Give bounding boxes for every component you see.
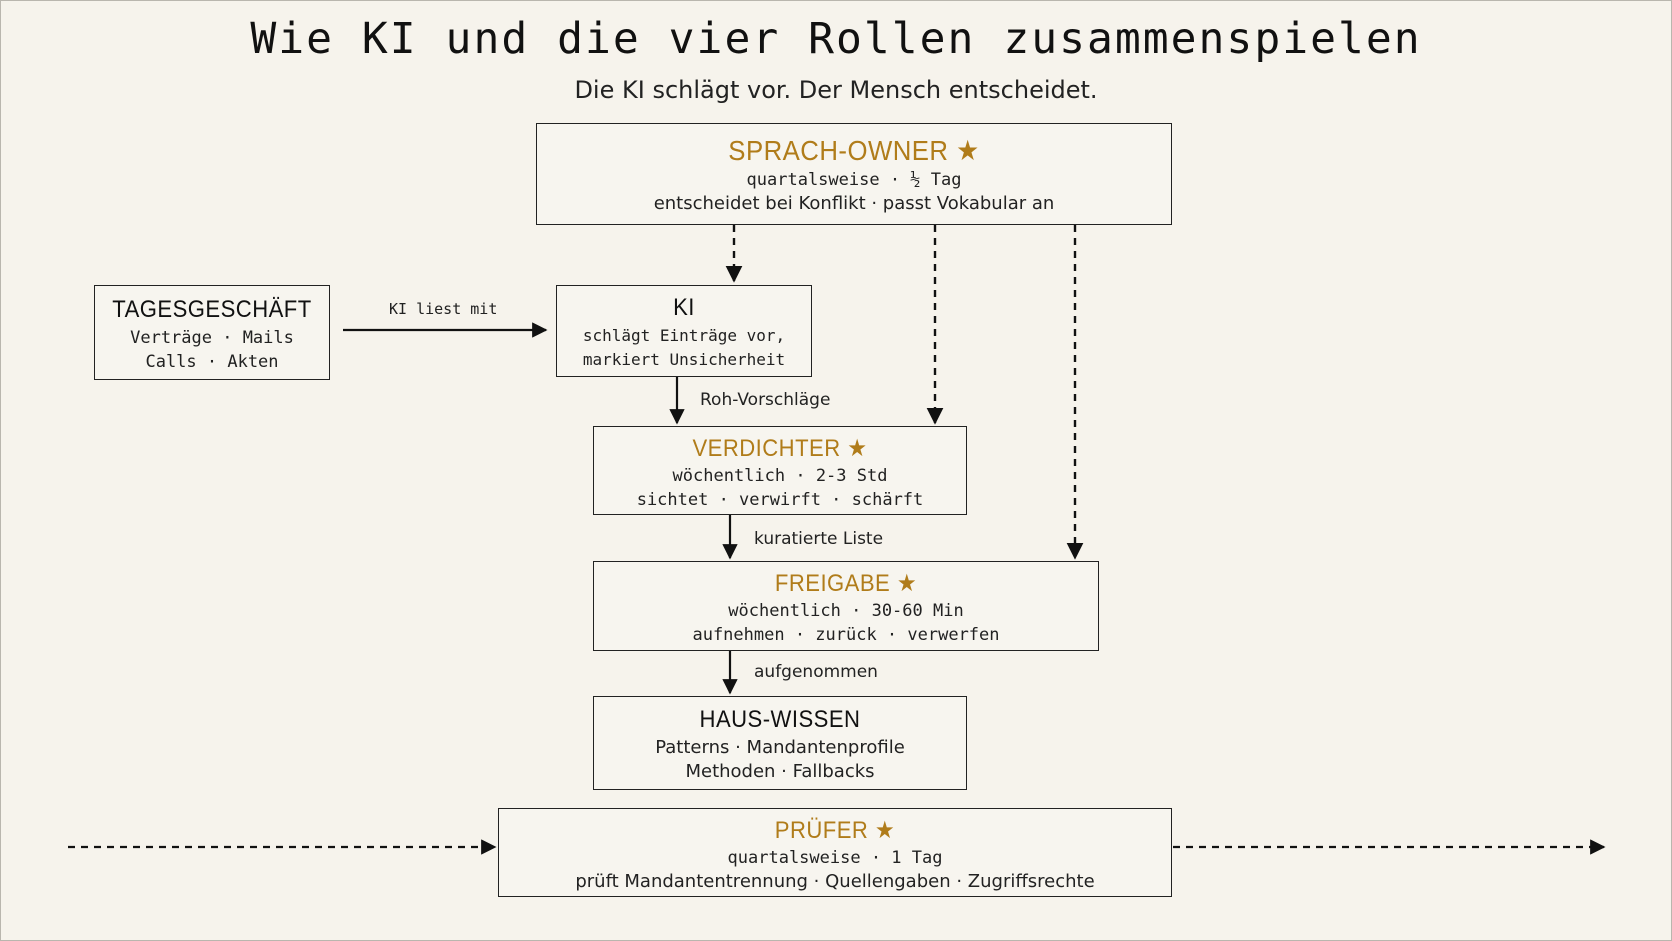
star-icon: ★ (956, 134, 980, 167)
edge-label-ki-liest-mit: KI liest mit (389, 300, 498, 318)
node-pruefer-line1: quartalsweise · 1 Tag (727, 848, 943, 868)
node-haus-wissen-title: HAUS-WISSEN (699, 706, 861, 733)
node-freigabe-line2: aufnehmen · zurück · verwerfen (692, 625, 1000, 645)
node-pruefer-line2: prüft Mandantentrennung · Quellengaben ·… (575, 871, 1095, 892)
node-haus-wissen: HAUS-WISSEN Patterns · Mandantenprofile … (593, 696, 967, 790)
edge-label-roh-vorschlaege: Roh-Vorschläge (700, 390, 831, 410)
edge-label-aufgenommen: aufgenommen (754, 662, 878, 682)
node-verdichter-line1: wöchentlich · 2-3 Std (672, 466, 888, 486)
node-pruefer-title: PRÜFER (774, 817, 869, 844)
node-sprach-owner-line1: quartalsweise · ½ Tag (746, 170, 962, 190)
star-icon: ★ (874, 816, 896, 844)
star-icon: ★ (896, 569, 918, 597)
node-tagesgeschaeft: TAGESGESCHÄFT Verträge · Mails Calls · A… (94, 285, 330, 380)
node-sprach-owner-line2: entscheidet bei Konflikt · passt Vokabul… (653, 193, 1055, 214)
edge-label-kuratierte-liste: kuratierte Liste (754, 529, 884, 549)
node-tagesgeschaeft-line2: Calls · Akten (145, 352, 279, 372)
node-ki-line1: schlägt Einträge vor, (582, 326, 786, 345)
node-sprach-owner-title: SPRACH-OWNER (728, 135, 949, 166)
node-ki-line2: markiert Unsicherheit (582, 350, 786, 369)
node-tagesgeschaeft-title: TAGESGESCHÄFT (112, 296, 312, 323)
node-tagesgeschaeft-line1: Verträge · Mails (130, 328, 294, 348)
node-verdichter: VERDICHTER ★ wöchentlich · 2-3 Std sicht… (593, 426, 967, 515)
node-haus-wissen-line1: Patterns · Mandantenprofile (655, 737, 905, 758)
node-verdichter-title-row: VERDICHTER ★ (609, 433, 951, 464)
node-ki: KI schlägt Einträge vor, markiert Unsich… (556, 285, 812, 377)
node-freigabe: FREIGABE ★ wöchentlich · 30-60 Min aufne… (593, 561, 1099, 651)
node-freigabe-line1: wöchentlich · 30-60 Min (728, 601, 964, 621)
node-verdichter-title: VERDICHTER (692, 435, 841, 462)
node-freigabe-title: FREIGABE (774, 570, 891, 597)
node-sprach-owner: SPRACH-OWNER ★ quartalsweise · ½ Tag ent… (536, 123, 1172, 225)
node-haus-wissen-line2: Methoden · Fallbacks (685, 761, 875, 782)
node-sprach-owner-title-row: SPRACH-OWNER ★ (562, 134, 1145, 168)
diagram-title: Wie KI und die vier Rollen zusammenspiel… (250, 14, 1422, 64)
diagram-subtitle: Die KI schlägt vor. Der Mensch entscheid… (574, 76, 1098, 104)
node-verdichter-line2: sichtet · verwirft · schärft (636, 490, 924, 510)
node-ki-title: KI (673, 294, 695, 321)
star-icon: ★ (847, 434, 868, 462)
node-freigabe-title-row: FREIGABE ★ (614, 568, 1078, 599)
node-pruefer: PRÜFER ★ quartalsweise · 1 Tag prüft Man… (498, 808, 1172, 897)
node-pruefer-title-row: PRÜFER ★ (526, 815, 1144, 846)
